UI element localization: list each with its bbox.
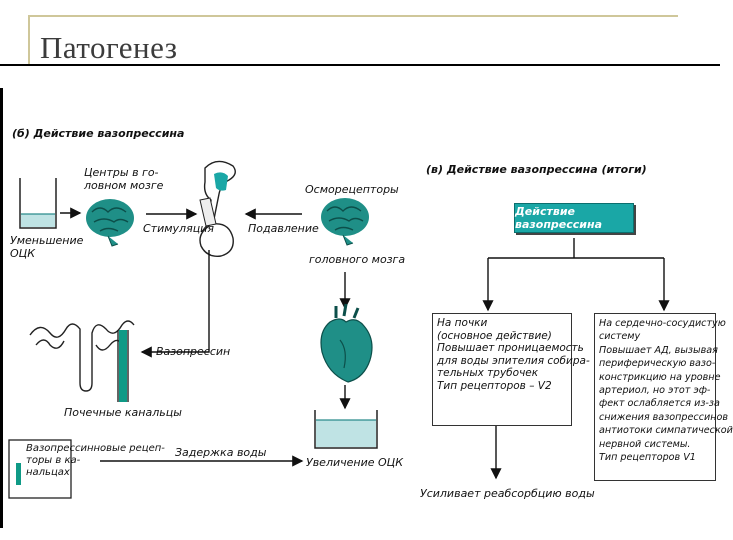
kidney-tubules-icon xyxy=(29,320,135,402)
scan-border-top xyxy=(0,64,720,66)
suppression-label: Подавление xyxy=(248,222,319,235)
brain-osmoreceptors-icon xyxy=(321,198,369,246)
reduced-volume-label: Уменьшение ОЦК xyxy=(10,234,84,260)
kidney-effect-box: На почки (основное действие) Повышает пр… xyxy=(432,313,590,426)
receptor-legend-swatch xyxy=(16,463,21,485)
reabsorption-label: Усиливает реабсорбцию воды xyxy=(420,487,595,500)
brain-centers-label: Центры в го- ловном мозге xyxy=(84,166,164,192)
vasopressin-action-box: Действие вазопрессина xyxy=(514,203,634,233)
arrow-vasopressin xyxy=(140,250,210,358)
brain-centers-icon xyxy=(86,199,134,247)
beaker-reduced-icon xyxy=(19,178,57,229)
heart-icon xyxy=(320,303,373,383)
title-frame-left xyxy=(28,15,30,65)
slide-title: Патогенез xyxy=(40,30,178,65)
cardiovascular-effect-box: На сердечно-сосудистую систему Повышает … xyxy=(594,313,733,481)
title-frame-top xyxy=(28,15,678,17)
volume-increase-label: Увеличение ОЦК xyxy=(306,456,404,469)
osmoreceptors-top-label: Осморецепторы xyxy=(305,183,399,196)
renal-tubules-label: Почечные канальцы xyxy=(64,406,182,419)
vasopressin-label: Вазопрессин xyxy=(156,345,231,358)
panel-b-heading: (б) Действие вазопрессина xyxy=(12,127,185,140)
stimulation-label: Стимуляция xyxy=(143,222,214,235)
panel-v-heading: (в) Действие вазопрессина (итоги) xyxy=(426,163,647,176)
scan-border-left xyxy=(0,88,3,528)
pituitary-gland-icon xyxy=(199,160,236,257)
water-retention-label: Задержка воды xyxy=(175,446,267,459)
osmoreceptors-bottom-label: головного мозга xyxy=(309,253,406,266)
beaker-increased-icon xyxy=(314,410,378,449)
receptor-legend-text: Вазопрессинновые рецеп- торы в ка- нальц… xyxy=(26,443,165,478)
